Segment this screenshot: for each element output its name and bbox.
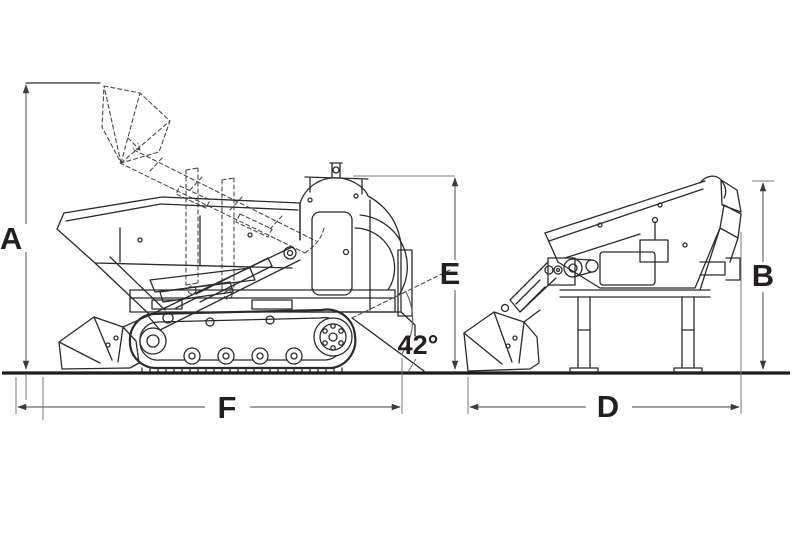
- dimension-B: B: [752, 180, 774, 370]
- dimension-A: A: [0, 82, 101, 400]
- chassis-frame: [129, 267, 396, 313]
- dimension-e-label: E: [440, 256, 461, 291]
- stand-skip-body: [544, 175, 742, 291]
- shovel-bucket: [58, 314, 151, 370]
- dimension-E: E: [353, 175, 461, 370]
- loader-arm: [94, 246, 301, 331]
- dimension-F: F: [15, 358, 403, 425]
- stand-loader-arm: [500, 261, 557, 313]
- skip-body: [56, 196, 301, 269]
- phantom-raised-shovel: [101, 85, 325, 300]
- dimension-D: D: [467, 232, 742, 424]
- stand-view-drawing: [463, 175, 742, 373]
- dump-angle-label: 42°: [398, 330, 439, 360]
- dimension-a-label: A: [0, 221, 22, 256]
- cab-engine-housing: [299, 162, 416, 337]
- support-stand: [559, 289, 711, 373]
- side-view-drawing: 42°: [56, 85, 451, 373]
- dump-angle-annotation: 42°: [351, 269, 451, 373]
- dimension-b-label: B: [752, 258, 774, 293]
- dimension-f-label: F: [218, 390, 237, 425]
- crawler-track: [128, 308, 357, 373]
- stand-machinery: [547, 216, 741, 286]
- stand-shovel-bucket: [463, 309, 541, 372]
- dimension-d-label: D: [597, 389, 619, 424]
